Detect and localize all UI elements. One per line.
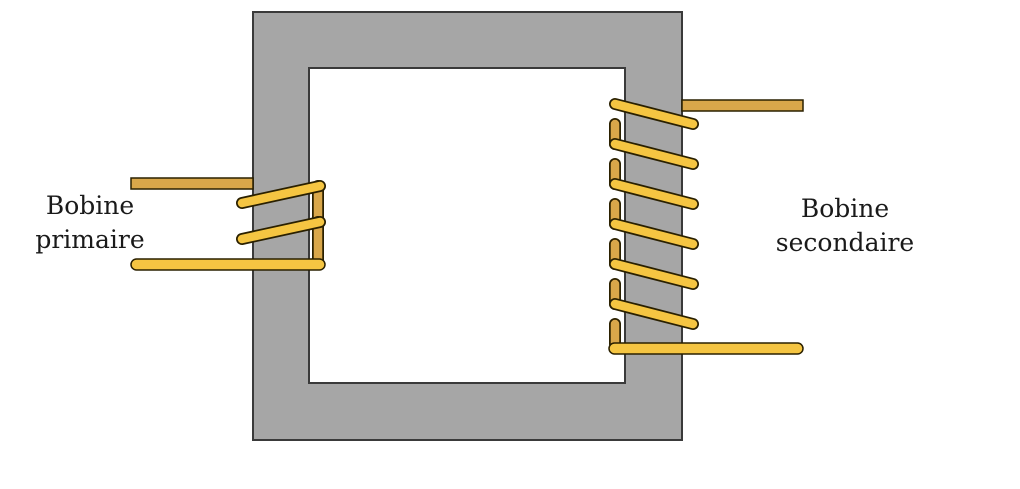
coil-back-wires — [312, 118, 621, 350]
primary-lower-lead — [130, 258, 326, 271]
secondary-coil-label-line1: Bobine — [800, 194, 890, 223]
primary-coil-label-line2: primaire — [35, 225, 145, 254]
secondary-turn-front — [609, 258, 699, 290]
primary-coil-label: Bobine primaire — [20, 189, 160, 257]
primary-turn-front — [236, 180, 326, 209]
secondary-turn-front — [609, 138, 699, 170]
primary-coil-label-line1: Bobine — [45, 191, 135, 220]
primary-upper-lead — [130, 177, 254, 190]
secondary-lower-lead — [608, 342, 804, 355]
coil-front-wires — [236, 98, 699, 330]
secondary-turn-front — [609, 178, 699, 210]
transformer-core — [252, 11, 683, 441]
secondary-coil-label: Bobine secondaire — [765, 192, 925, 260]
primary-turn-front — [236, 216, 326, 245]
secondary-turn-front — [609, 98, 699, 130]
secondary-upper-lead — [681, 99, 804, 112]
secondary-turn-front — [609, 298, 699, 330]
secondary-coil-label-line2: secondaire — [775, 228, 915, 257]
secondary-turn-front — [609, 218, 699, 250]
